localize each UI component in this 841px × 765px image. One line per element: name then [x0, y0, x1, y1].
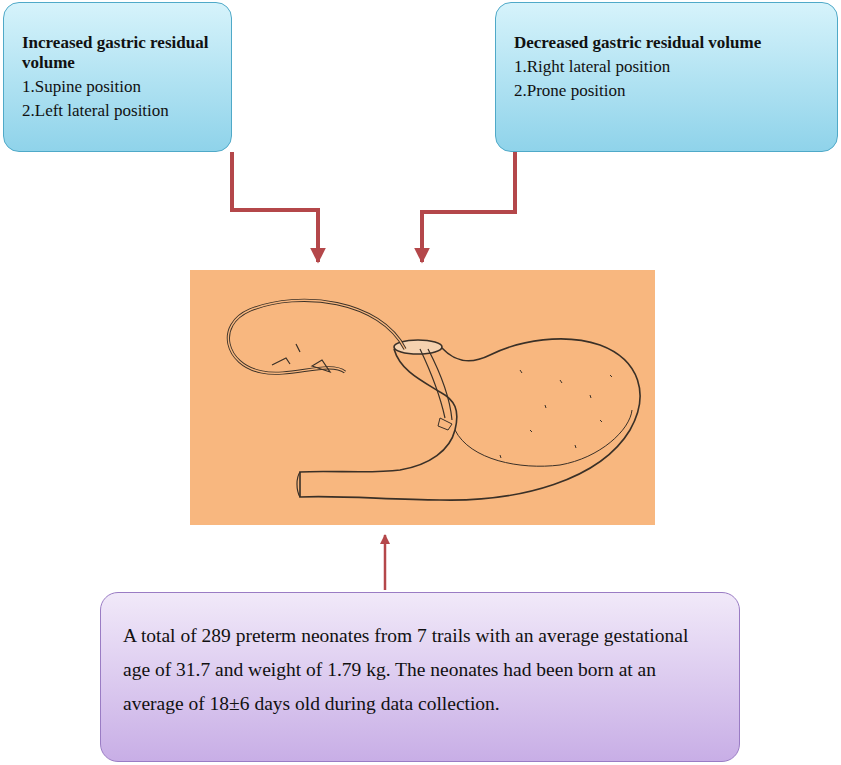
- list-item: 2.Left lateral position: [22, 99, 215, 123]
- box-heading: Increased gastric residual volume: [22, 33, 215, 73]
- list-item: 2.Prone position: [514, 79, 821, 103]
- arrow: [232, 152, 318, 262]
- box-heading: A total of 289 preterm neonates from 7 t…: [123, 619, 719, 721]
- summary-box: A total of 289 preterm neonates from 7 t…: [100, 592, 740, 762]
- arrow: [384, 535, 387, 590]
- condition-box: Increased gastric residual volume1.Supin…: [3, 2, 232, 152]
- list-item: 1.Supine position: [22, 75, 215, 99]
- stomach-sketch: [228, 300, 640, 500]
- box-heading: Decreased gastric residual volume: [514, 33, 821, 53]
- illustration-panel: [190, 270, 655, 525]
- arrow-lines: [232, 152, 515, 590]
- arrow: [422, 152, 515, 262]
- list-item: 1.Right lateral position: [514, 55, 821, 79]
- condition-box: Decreased gastric residual volume1.Right…: [495, 2, 838, 152]
